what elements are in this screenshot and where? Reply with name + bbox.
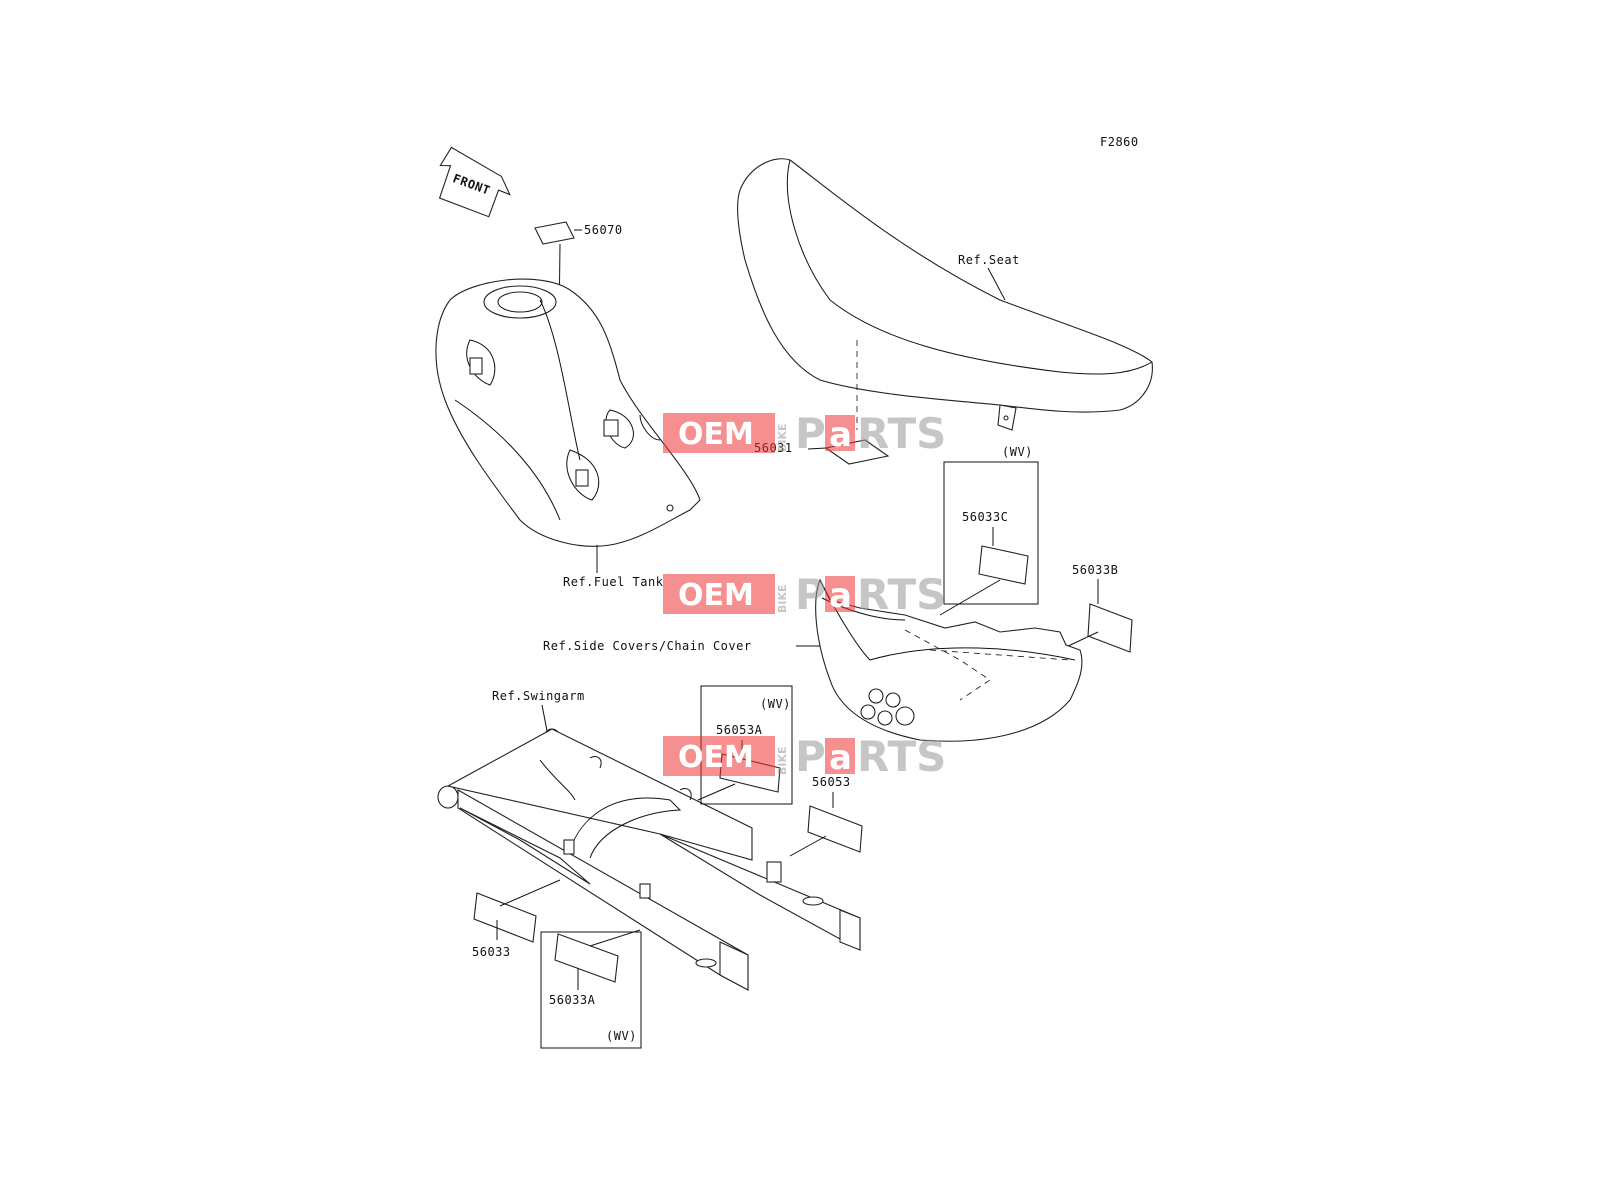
svg-text:a: a xyxy=(829,415,852,455)
figure-code: F2860 xyxy=(1100,135,1139,149)
swingarm xyxy=(437,728,861,991)
svg-text:OEM: OEM xyxy=(678,740,754,775)
part-56033A-label: 56033A xyxy=(549,993,596,1007)
svg-text:a: a xyxy=(829,738,852,778)
decal-56033C xyxy=(978,545,1029,585)
part-56070-label: 56070 xyxy=(584,223,623,237)
svg-text:RTS: RTS xyxy=(857,570,946,619)
watermark-2: OEM BIKE P a RTS xyxy=(663,570,946,619)
part-56053A-label: 56053A xyxy=(716,723,763,737)
part-56033C-label: 56033C xyxy=(962,510,1008,524)
side-cover xyxy=(815,578,1083,742)
ref-swingarm-label: Ref.Swingarm xyxy=(492,689,585,703)
fuel-tank xyxy=(435,278,701,547)
ref-seat-label: Ref.Seat xyxy=(958,253,1020,267)
wv-bottom-label: (WV) xyxy=(606,1029,637,1043)
svg-text:P: P xyxy=(795,570,826,619)
svg-text:P: P xyxy=(795,409,826,458)
svg-text:BIKE: BIKE xyxy=(776,423,789,452)
svg-text:OEM: OEM xyxy=(678,578,754,613)
decal-56070 xyxy=(534,221,582,331)
svg-text:P: P xyxy=(795,732,826,781)
svg-text:a: a xyxy=(829,576,852,616)
svg-text:RTS: RTS xyxy=(857,732,946,781)
front-arrow-icon: FRONT xyxy=(438,146,511,218)
wv-box-top xyxy=(943,461,1039,605)
seat xyxy=(736,158,1153,431)
decal-56033B xyxy=(1087,603,1133,653)
part-56033B-label: 56033B xyxy=(1072,563,1118,577)
seat-leader xyxy=(987,267,1006,301)
ref-fuel-tank-label: Ref.Fuel Tank xyxy=(563,575,664,589)
wv-top-label: (WV) xyxy=(1002,445,1033,459)
decal-56033A xyxy=(554,933,619,983)
svg-text:OEM: OEM xyxy=(678,417,754,452)
decal-56033 xyxy=(473,892,537,943)
wv-box-bottom xyxy=(540,931,642,1049)
wv-mid-label: (WV) xyxy=(760,697,791,711)
watermark-1: OEM BIKE P a RTS xyxy=(663,409,946,458)
watermark-3: OEM BIKE P a RTS xyxy=(663,732,946,781)
svg-text:RTS: RTS xyxy=(857,409,946,458)
ref-side-covers-label: Ref.Side Covers/Chain Cover xyxy=(543,639,752,653)
part-56053-label: 56053 xyxy=(812,775,851,789)
decal-56053 xyxy=(807,805,863,853)
part-56033-label: 56033 xyxy=(472,945,511,959)
svg-text:BIKE: BIKE xyxy=(776,584,789,613)
svg-text:BIKE: BIKE xyxy=(776,746,789,775)
